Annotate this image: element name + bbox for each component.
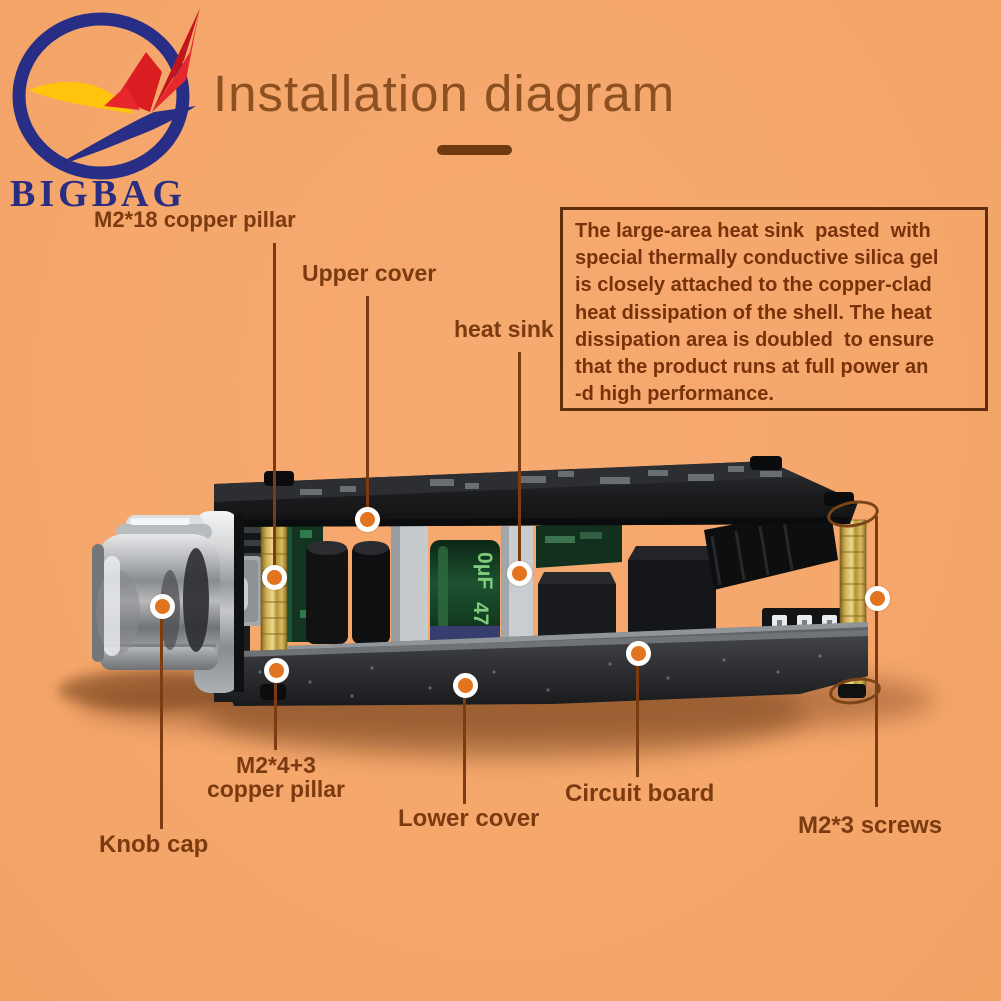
description-line: heat dissipation of the shell. The heat [575,301,932,324]
label-knob-cap: Knob cap [99,831,209,858]
label-lower-cover: Lower cover [398,805,540,832]
label-copper-pillar-top: M2*18 copper pillar [94,207,296,232]
leader-line-circuit-board [636,664,639,777]
description-line: The large-area heat sink pasted with [575,220,931,242]
marker-copper-pillar-bottom [264,658,289,683]
description-line: is closely attached to the copper-clad [575,274,932,297]
leader-line-knob-cap [160,617,163,829]
heat-sink-plate [501,526,533,646]
capacitor-marking-2: 47 [469,602,492,625]
description-line: special thermally conductive silica gel [575,247,939,270]
leader-line-copper-pillar-top [273,243,276,567]
marker-heat-sink [507,561,532,586]
description-line: -d high performance. [575,383,774,406]
leader-line-upper-cover [366,296,369,509]
bottom-screw-right [838,684,866,698]
logo-red-arrow [104,8,200,112]
bottom-screw-left [260,684,286,700]
logo-ring [12,12,190,180]
description-line: that the product runs at full power an [575,356,929,379]
leader-line-heat-sink [518,352,521,562]
label-copper-pillar-bottom-line2: copper pillar [206,776,346,802]
marker-upper-cover [355,507,380,532]
logo-blue-bird [62,106,196,164]
marker-copper-pillar-top [262,565,287,590]
label-copper-pillar-bottom-line1: M2*4+3 [236,752,316,778]
marker-circuit-board [626,641,651,666]
marker-screws [865,586,890,611]
lower-cover-shape [212,630,868,706]
leader-line-lower-cover [463,695,466,804]
capacitor-marking: 0μF [473,552,496,590]
label-copper-pillar-bottom: M2*4+3 copper pillar [200,753,352,801]
upper-cover-shape [214,456,858,527]
marker-knob-cap [150,594,175,619]
brand-name: BIGBAG [10,173,187,215]
label-heat-sink: heat sink [454,316,554,342]
marker-lower-cover [453,673,478,698]
leader-line-copper-pillar-bottom [274,681,277,750]
description-line: dissipation area is doubled to ensure [575,328,934,351]
green-capacitor: 0μF 47 [430,540,500,653]
label-screws: M2*3 screws [798,812,943,839]
leader-line-screws [875,516,878,807]
description-box: The large-area heat sink pasted with spe… [560,207,988,411]
label-upper-cover: Upper cover [302,260,437,286]
bigbag-logo [12,8,200,180]
label-circuit-board: Circuit board [565,780,715,807]
page-title: Installation diagram [213,65,676,122]
title-underline [437,145,512,155]
